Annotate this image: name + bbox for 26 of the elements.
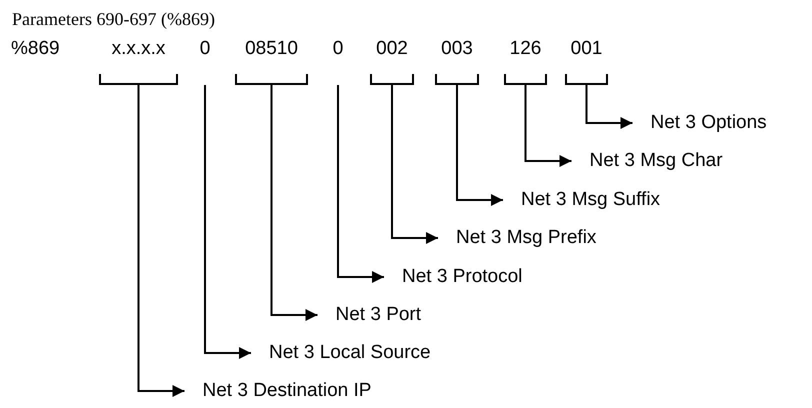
field-description: Net 3 Port	[318, 304, 422, 326]
field-value: 08510	[244, 38, 299, 60]
field-value: x.x.x.x	[110, 38, 166, 60]
field-description: Net 3 Msg Suffix	[503, 189, 660, 211]
arrow	[524, 85, 572, 167]
field-description: Net 3 Options	[632, 112, 767, 134]
field-description: Net 3 Destination IP	[184, 380, 372, 402]
field-description: Net 3 Msg Char	[572, 150, 723, 172]
arrow	[586, 85, 632, 129]
field-value: 001	[570, 38, 604, 60]
arrow	[391, 85, 438, 244]
arrow	[337, 85, 384, 283]
arrow	[204, 85, 251, 359]
field-value: 0	[332, 38, 344, 60]
field-description: Net 3 Protocol	[384, 266, 522, 288]
arrow	[456, 85, 503, 206]
field-description: Net 3 Local Source	[251, 342, 431, 364]
arrow	[138, 85, 184, 397]
field-value: 0	[198, 38, 212, 60]
arrow	[270, 85, 318, 321]
field-value: 003	[440, 38, 474, 60]
field-description: Net 3 Msg Prefix	[438, 227, 596, 249]
parameter-code: %869	[11, 38, 60, 60]
field-value: 002	[375, 38, 409, 60]
diagram-title: Parameters 690-697 (%869)	[12, 8, 215, 30]
field-value: 126	[508, 38, 542, 60]
